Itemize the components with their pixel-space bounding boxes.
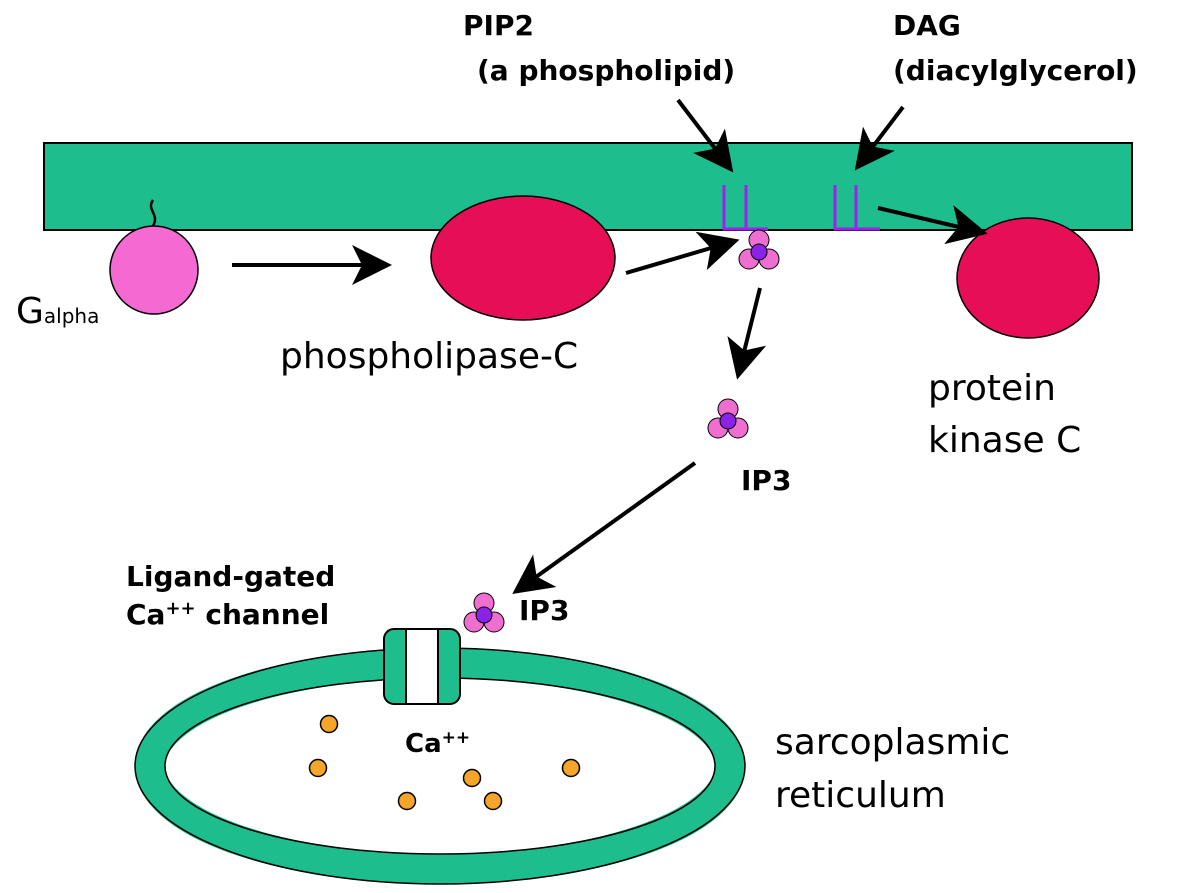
- arrow-label-to-pip2: [676, 98, 734, 173]
- dag-description: (diacylglycerol): [893, 54, 1138, 87]
- calcium-ion-icon: [561, 758, 581, 778]
- calcium-ion-icon: [397, 791, 417, 811]
- arrow-plc-to-pip2: [625, 231, 740, 275]
- phospholipase-c-label: phospholipase-C: [280, 336, 578, 377]
- ip3-label-upper: IP3: [741, 464, 791, 497]
- calcium-ions: [308, 714, 581, 811]
- calcium-ion-icon: [462, 768, 482, 788]
- dag-lipid-icon: [833, 185, 880, 231]
- protein-kinase-c-label-line2: kinase C: [928, 420, 1081, 461]
- calcium-ion-icon: [308, 758, 328, 778]
- dag-label: DAG: [893, 9, 961, 42]
- galpha-protein: [109, 199, 199, 315]
- ip3-molecule-icon: [463, 592, 505, 633]
- pip2-label: PIP2: [463, 9, 534, 42]
- arrow-dag-to-pkc: [877, 205, 988, 245]
- ip3-molecule-icon: [738, 229, 780, 270]
- galpha-label: Galpha: [16, 291, 99, 332]
- channel-label-line1: Ligand-gated: [126, 560, 335, 593]
- protein-kinase-c-enzyme: [956, 217, 1100, 339]
- sarcoplasmic-reticulum-label-line1: sarcoplasmic: [775, 722, 1010, 763]
- pip2-description: (a phospholipid): [477, 54, 735, 87]
- ca-channel: [383, 628, 461, 705]
- calcium-label: Ca++: [405, 728, 470, 759]
- sarcoplasmic-reticulum-label-line2: reticulum: [775, 775, 946, 816]
- arrow-pip2-to-ip3: [727, 287, 767, 380]
- calcium-ion-icon: [483, 791, 503, 811]
- ip3-molecule-icon: [707, 398, 749, 439]
- arrow-ip3-to-channel: [512, 461, 697, 594]
- calcium-ion-icon: [319, 714, 339, 734]
- pip2-lipid-icon: [722, 185, 768, 231]
- channel-label-line2: Ca++ channel: [126, 598, 329, 631]
- ip3-label-lower: IP3: [519, 594, 569, 627]
- arrow-label-to-dag: [854, 105, 905, 171]
- phospholipase-c-enzyme: [430, 195, 616, 321]
- protein-kinase-c-label-line1: protein: [928, 368, 1056, 409]
- galpha-anchor-icon: [149, 199, 157, 227]
